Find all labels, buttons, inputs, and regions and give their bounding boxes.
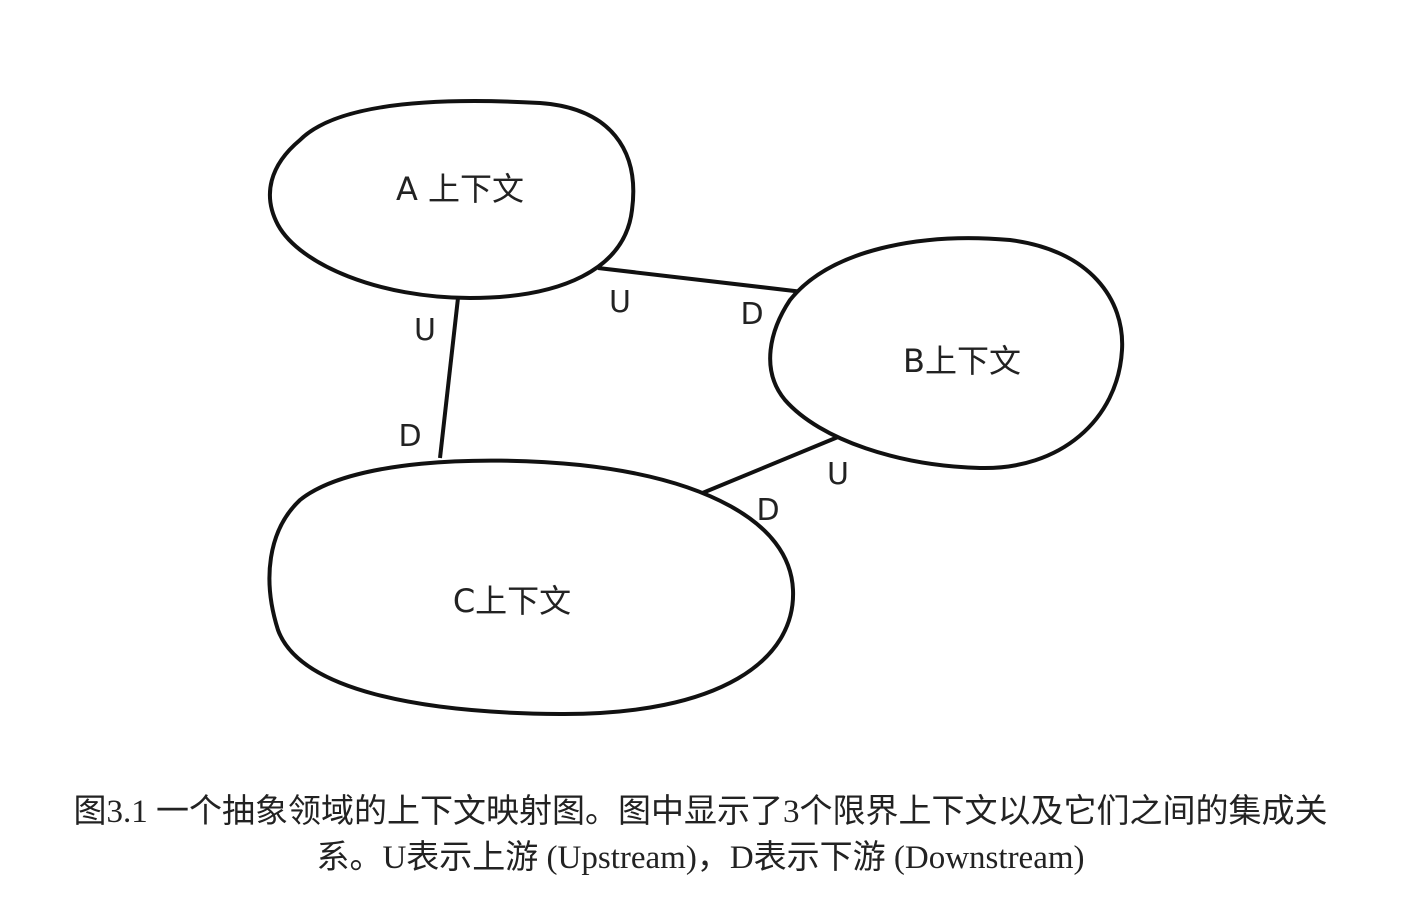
b-c-upstream-label: U: [827, 457, 849, 492]
context-a-label: A 上下文: [396, 170, 524, 208]
a-c-downstream-label: D: [398, 419, 421, 454]
edge-a-c: [438, 297, 460, 459]
a-c-upstream-label: U: [414, 313, 436, 348]
context-c-shape: [267, 458, 796, 717]
figure-caption-line-1: 图3.1 一个抽象领域的上下文映射图。图中显示了3个限界上下文以及它们之间的集成…: [73, 794, 1328, 830]
a-b-upstream-label: U: [609, 285, 631, 320]
b-c-downstream-label: D: [756, 493, 779, 528]
context-b-shape: [768, 236, 1125, 471]
figure-caption-line-2: 系。U表示上游 (Upstream)，D表示下游 (Downstream): [316, 840, 1085, 876]
edge-b-c: [699, 435, 839, 496]
context-b-label: B上下文: [903, 342, 1021, 380]
context-a-shape: [267, 99, 636, 301]
edge-a-b: [597, 266, 804, 294]
a-b-downstream-label: D: [740, 297, 763, 332]
context-c-label: C上下文: [453, 582, 571, 620]
